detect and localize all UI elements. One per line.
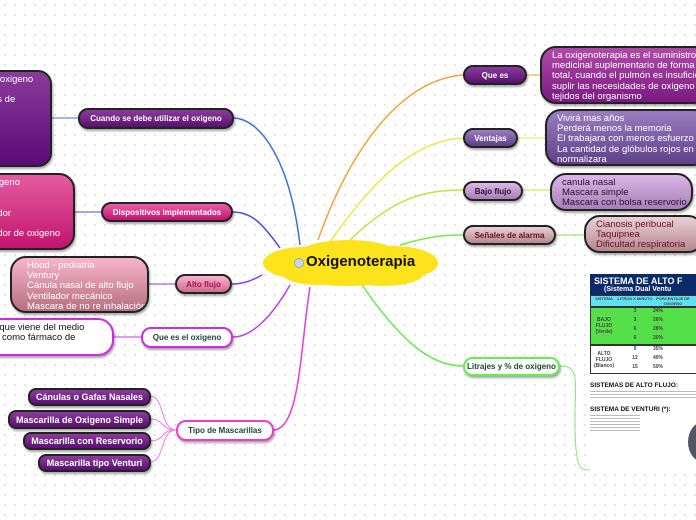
node-bajo-flujo[interactable]: Bajo flujo (463, 181, 523, 201)
section-heading: SISTEMAS DE ALTO FLUJO: (590, 382, 678, 389)
note-line: Vivirá mas años (557, 113, 625, 124)
group-label: BAJO FLUJO (Verde) (595, 317, 613, 335)
note-line: total, cuando el pulmón es insuficient (552, 70, 696, 82)
note-dispositivos[interactable]: xigenoro ador ador de oxigeno (0, 173, 75, 250)
note-line: Dificultad respiratoria (596, 239, 686, 251)
leaf-mascarilla-venturi[interactable]: Mascarilla tipo Venturi (38, 454, 151, 472)
note-line: Ventury (27, 270, 60, 282)
note-line: Cianosis peribucal (596, 219, 674, 230)
central-title: Oxigenoterapia (306, 253, 416, 270)
note-line: La oxigenoterapia es el suministro de (552, 50, 696, 61)
note-line: xigeno (0, 177, 20, 188)
note-line: Cánula nasal de alto flujo (27, 280, 134, 292)
note-line: Perderá menos la memoria (557, 123, 672, 135)
note-line: suplir las necesidades de oxigeno en (552, 80, 696, 92)
cell: 6 (633, 335, 637, 341)
note-line: tejidos del organismo (552, 90, 642, 102)
leaf-canulas[interactable]: Cánulas o Gafas Nasales (28, 388, 151, 406)
cell: 15 (632, 364, 638, 370)
node-alto-flujo[interactable]: Alto flujo (175, 274, 232, 294)
leaf-mascarilla-reservorio[interactable]: Mascarilla con Reservorio (23, 432, 151, 450)
cell: 3 (633, 317, 637, 323)
cell: 6 (633, 326, 637, 332)
cell: 3 (633, 308, 637, 314)
note-line: El trabajara con menos esfuerzo (557, 133, 694, 145)
cell: 9 (633, 346, 637, 352)
table-header: PORCENTAJE DE OXIGENO (656, 296, 690, 306)
cell: 30% (653, 335, 664, 341)
note-line: ro (0, 187, 63, 198)
node-dispositivos[interactable]: Dispositivos implementados (101, 202, 233, 222)
note-line: Ventilador mecánico (27, 290, 113, 302)
portrait (688, 422, 696, 462)
table-title: SISTEMA DE ALTO F (594, 276, 683, 286)
note-line: canula nasal (562, 177, 616, 188)
note-line: Mascara de no re inhalación (27, 300, 147, 312)
central-topic[interactable]: Oxigenoterapia (258, 238, 440, 288)
section-heading: SISTEMA DE VENTURI (*): (590, 406, 671, 413)
node-ventajas[interactable]: Ventajas (463, 128, 518, 148)
note-line: es de (0, 94, 16, 106)
cell: 28% (653, 326, 664, 332)
note-line: ador de oxigeno (0, 228, 61, 240)
note-line: La cantidad de glóbulos rojos en su (557, 143, 696, 155)
cell: 40% (653, 355, 664, 361)
node-que-es-oxigeno[interactable]: Que es el oxigeno (141, 327, 233, 348)
note-line: medicinal suplementario de forma pa (552, 60, 696, 72)
node-tipo-mascarillas[interactable]: Tipo de Mascarillas (176, 420, 274, 441)
note-line: t (0, 106, 40, 116)
note-line: e oxigeno (0, 74, 34, 85)
note-line: s que viene del medio (0, 322, 85, 333)
table-subtitle: (Sistema Dual Ventu (604, 286, 672, 293)
topic-icon (294, 258, 304, 268)
note-line: normalizara (557, 153, 607, 165)
node-litrajes[interactable]: Litrajes y % de oxigeno (463, 357, 560, 376)
note-cuando-utilizar[interactable]: e oxigeno es det (0, 70, 52, 167)
note-line: Taquipnea (596, 229, 640, 241)
note-line: Hood - pediatria (27, 260, 95, 271)
oxygen-table-image: SISTEMA DE ALTO F (Sistema Dual Ventu SI… (590, 262, 696, 472)
note-line: ador (0, 207, 12, 219)
table-header: SISTEMA (595, 296, 613, 301)
node-que-es[interactable]: Que es (463, 65, 527, 85)
cell: 24% (653, 308, 664, 314)
leaf-mascarilla-simple[interactable]: Mascarilla de Oxigeno Simple (8, 410, 151, 429)
node-senales-alarma[interactable]: Señales de alarma (463, 225, 556, 245)
cell: 26% (653, 317, 664, 323)
table-header: LITROS X MINUTO (617, 296, 653, 301)
cell: 35% (653, 346, 664, 352)
cell: 12 (632, 355, 638, 361)
node-cuando-utilizar[interactable]: Cuando se debe utilizar el oxigeno (78, 108, 234, 129)
note-line: Mascara con bolsa reservorio (562, 197, 687, 209)
cloud-shape (263, 240, 438, 286)
group-label: ALTO FLUJO (Blanco) (594, 350, 614, 369)
note-line: lo como fármaco de (0, 332, 76, 344)
note-line: Mascara simple (562, 187, 629, 199)
cell: 50% (653, 364, 664, 370)
